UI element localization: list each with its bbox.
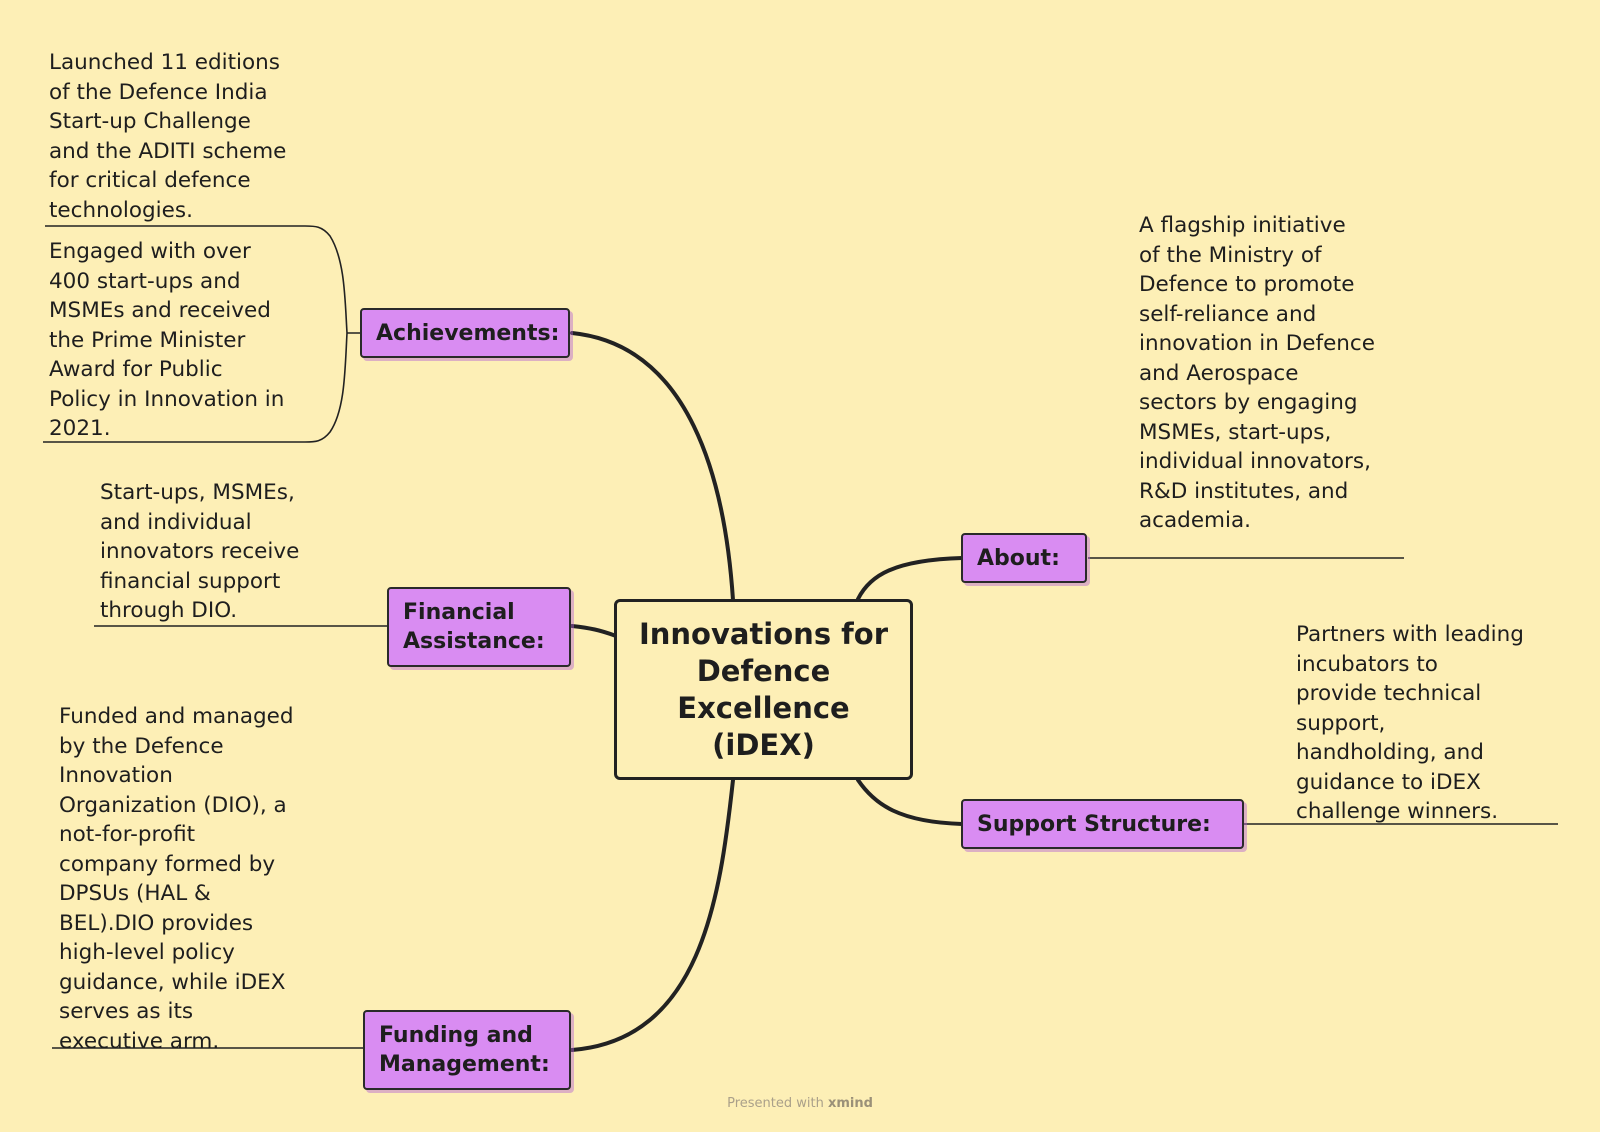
topic-achievements-label: Achievements: <box>376 320 560 346</box>
footer-prefix: Presented with <box>727 1096 824 1111</box>
connector-support-structure <box>856 778 964 826</box>
footer-attribution: Presented with xmind <box>0 1096 1600 1111</box>
note-funding-management[interactable]: Funded and managed by the Defence Innova… <box>59 704 294 1054</box>
central-topic-label: Innovations for Defence Excellence (iDEX… <box>638 616 889 762</box>
note-achievements-startups[interactable]: Engaged with over 400 start-ups and MSME… <box>49 239 285 441</box>
topic-support-structure-label: Support Structure: <box>977 811 1211 837</box>
connector-financial-assistance <box>570 624 618 638</box>
topic-funding-management[interactable]: Funding and Management: <box>363 1010 571 1090</box>
connector-achievements <box>570 331 735 602</box>
topic-funding-management-label: Funding and Management: <box>379 1023 550 1077</box>
note-about[interactable]: A flagship initiative of the Ministry of… <box>1139 213 1375 533</box>
footer-brand: xmind <box>827 1096 873 1111</box>
topic-achievements[interactable]: Achievements: <box>360 308 570 358</box>
note-achievements-editions[interactable]: Launched 11 editions of the Defence Indi… <box>49 50 287 223</box>
connector-funding-management <box>570 778 735 1052</box>
topic-financial-assistance[interactable]: Financial Assistance: <box>387 587 571 667</box>
connector-about <box>856 556 964 601</box>
achievements-brace <box>43 225 362 443</box>
topic-about[interactable]: About: <box>961 533 1087 583</box>
central-topic[interactable]: Innovations for Defence Excellence (iDEX… <box>614 599 913 780</box>
note-financial-assistance[interactable]: Start-ups, MSMEs, and individual innovat… <box>100 480 300 623</box>
note-support-structure[interactable]: Partners with leading incubators to prov… <box>1296 622 1524 824</box>
topic-support-structure[interactable]: Support Structure: <box>961 799 1244 849</box>
topic-financial-assistance-label: Financial Assistance: <box>403 600 545 654</box>
topic-about-label: About: <box>977 545 1060 571</box>
